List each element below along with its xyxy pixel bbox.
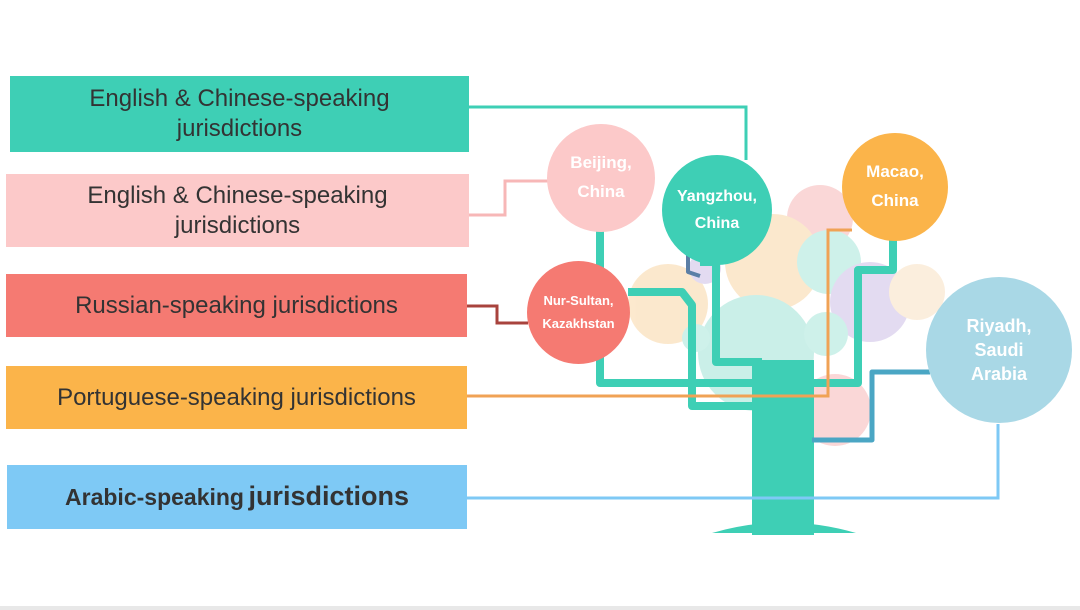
jurisdiction-box-english-chinese-1: English & Chinese-speaking jurisdictions — [10, 76, 469, 152]
connector-lines — [467, 105, 1000, 500]
city-circle-nur-sultan: Nur-Sultan, Kazakhstan — [527, 261, 630, 364]
city-label: Nur-Sultan, Kazakhstan — [542, 293, 615, 331]
city-label: Beijing, China — [570, 153, 632, 201]
city-label: Riyadh, Saudi Arabia — [966, 315, 1032, 385]
jurisdiction-label: English & Chinese-speaking jurisdictions — [89, 85, 390, 142]
jurisdiction-box-arabic: Arabic-speaking jurisdictions — [7, 465, 467, 529]
jurisdiction-box-portuguese: Portuguese-speaking jurisdictions — [6, 366, 467, 429]
city-label: Macao, China — [866, 162, 924, 210]
jurisdiction-box-english-chinese-2: English & Chinese-speaking jurisdictions — [6, 174, 469, 247]
city-circle-beijing: Beijing, China — [547, 124, 655, 232]
jurisdiction-label: Russian-speaking jurisdictions — [75, 291, 398, 319]
bottom-divider — [0, 606, 1080, 610]
jurisdiction-label: Portuguese-speaking jurisdictions — [57, 383, 416, 411]
city-circle-riyadh: Riyadh, Saudi Arabia — [926, 277, 1072, 423]
jurisdiction-label: English & Chinese-speaking jurisdictions — [87, 181, 388, 239]
city-circle-macao: Macao, China — [842, 133, 948, 241]
tree-trunk — [712, 360, 856, 535]
city-label: Yangzhou, China — [677, 187, 757, 232]
jurisdiction-box-russian: Russian-speaking jurisdictions — [6, 274, 467, 337]
city-circle-yangzhou: Yangzhou, China — [662, 155, 772, 265]
jurisdiction-label: Arabic-speaking jurisdictions — [65, 481, 409, 512]
